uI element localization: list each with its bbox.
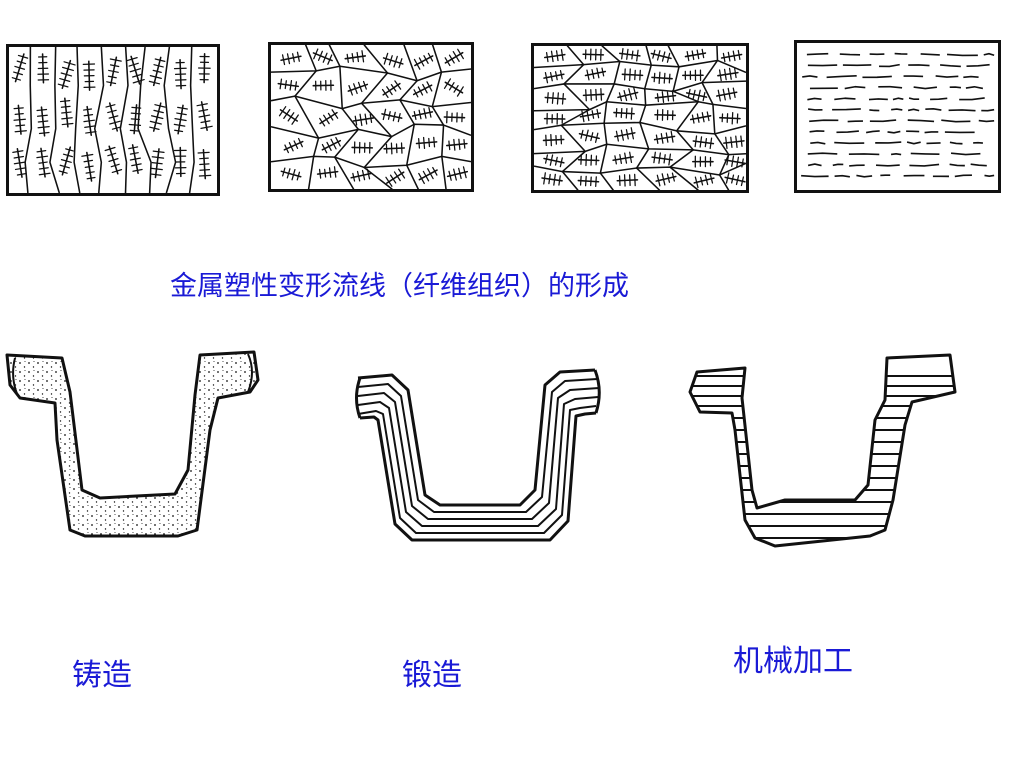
microstructure-panel-equiaxed-grains bbox=[268, 42, 474, 192]
forged-part-shape bbox=[355, 368, 601, 542]
caption-casting: 铸造 bbox=[72, 658, 132, 693]
diagram-title: 金属塑性变形流线（纤维组织）的形成 bbox=[170, 271, 629, 302]
machined-part-shape bbox=[688, 353, 957, 548]
microstructure-panel-cast-dendritic bbox=[6, 44, 220, 196]
caption-forging: 锻造 bbox=[402, 658, 462, 693]
part-shapes bbox=[5, 350, 957, 548]
microstructure-panel-fiber-streamlines bbox=[794, 40, 1001, 193]
cast-part-shape bbox=[5, 350, 260, 538]
caption-machining: 机械加工 bbox=[733, 644, 853, 679]
microstructure-panel-elongated-grains bbox=[531, 43, 749, 193]
